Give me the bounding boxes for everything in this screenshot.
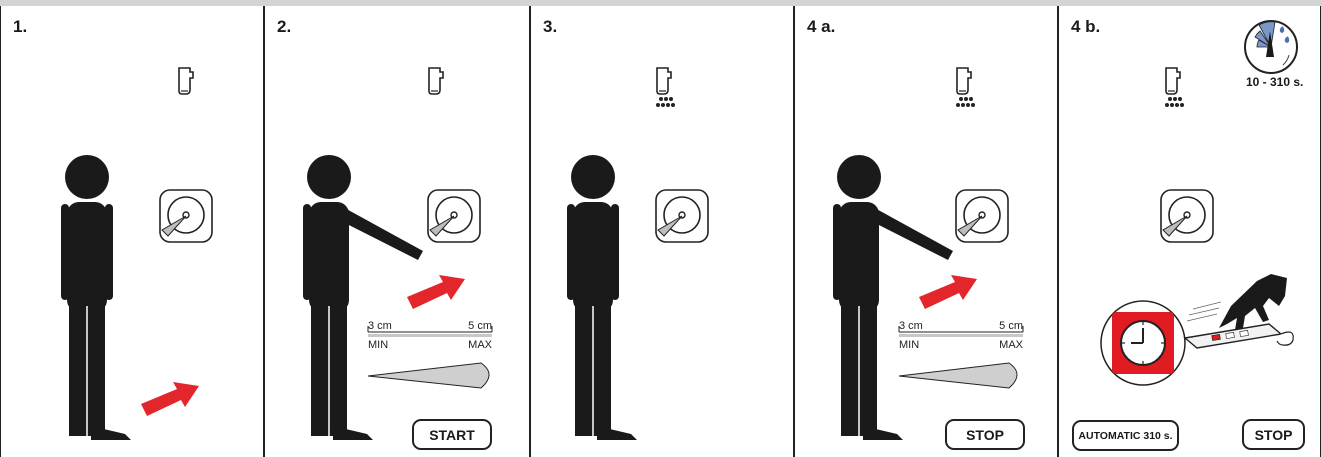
panel-step-1: 1. bbox=[0, 6, 264, 457]
range-min-value: 3 cm bbox=[899, 320, 923, 332]
panel-step-3: 3. bbox=[530, 6, 794, 457]
range-max-value: 5 cm bbox=[999, 320, 1023, 332]
timer-dial-icon bbox=[1245, 21, 1297, 73]
person-reaching-figure bbox=[303, 155, 423, 440]
range-min-label: MIN bbox=[899, 339, 919, 351]
person-standing-figure bbox=[61, 155, 131, 440]
panel-step-4a: 4 a. bbox=[794, 6, 1058, 457]
distance-range-scale: 3 cm 5 cm MIN MAX bbox=[899, 320, 1024, 351]
distance-range-scale: 3 cm 5 cm MIN MAX bbox=[368, 320, 493, 351]
range-max-label: MAX bbox=[999, 339, 1024, 351]
sensor-panel-icon bbox=[656, 190, 708, 242]
person-standing-figure bbox=[567, 155, 637, 440]
panel-4a-illustration: 3 cm 5 cm MIN MAX bbox=[795, 6, 1059, 457]
faucet-icon bbox=[957, 68, 971, 94]
stop-button[interactable]: STOP bbox=[1242, 419, 1305, 450]
automatic-mode-button[interactable]: AUTOMATIC 310 s. bbox=[1072, 420, 1179, 451]
range-min-value: 3 cm bbox=[368, 320, 392, 332]
range-max-label: MAX bbox=[468, 339, 493, 351]
range-max-value: 5 cm bbox=[468, 320, 492, 332]
direction-arrow-icon bbox=[141, 382, 199, 416]
range-min-label: MIN bbox=[368, 339, 388, 351]
panel-step-4b: 4 b. bbox=[1058, 6, 1321, 457]
water-drops-icon bbox=[956, 97, 975, 107]
faucet-icon bbox=[429, 68, 443, 94]
panel-4b-illustration bbox=[1059, 6, 1321, 457]
direction-arrow-icon bbox=[407, 275, 465, 309]
sensor-panel-icon bbox=[160, 190, 212, 242]
water-drops-icon bbox=[1165, 97, 1184, 107]
faucet-icon bbox=[657, 68, 671, 94]
panel-3-illustration bbox=[531, 6, 795, 457]
panel-step-2: 2. bbox=[264, 6, 530, 457]
sensor-beam-shape bbox=[368, 363, 489, 388]
faucet-icon bbox=[1166, 68, 1180, 94]
stop-button[interactable]: STOP bbox=[945, 419, 1025, 450]
direction-arrow-icon bbox=[919, 275, 977, 309]
clock-icon bbox=[1101, 301, 1185, 385]
timer-duration-label: 10 - 310 s. bbox=[1246, 75, 1303, 89]
panel-1-illustration bbox=[1, 6, 265, 457]
faucet-icon bbox=[179, 68, 193, 94]
sensor-panel-icon bbox=[428, 190, 480, 242]
power-strip-hand-icon bbox=[1185, 274, 1293, 348]
start-button[interactable]: START bbox=[412, 419, 492, 450]
sensor-panel-icon bbox=[956, 190, 1008, 242]
sensor-beam-shape bbox=[899, 363, 1017, 388]
water-drops-icon bbox=[656, 97, 675, 107]
sensor-panel-icon bbox=[1161, 190, 1213, 242]
panel-2-illustration: 3 cm 5 cm MIN MAX bbox=[265, 6, 531, 457]
instruction-board: 1. 2. bbox=[0, 6, 1321, 457]
